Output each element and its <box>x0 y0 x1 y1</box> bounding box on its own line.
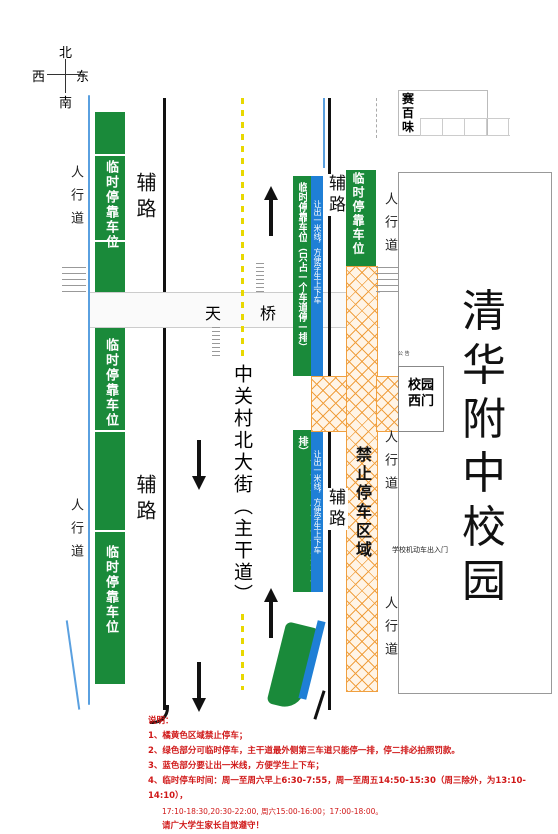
left-road-edge-blue <box>65 620 81 710</box>
right-temp-parking-side: 临时停靠车位 <box>351 172 365 256</box>
fulu-left-top: 辅路 <box>133 172 157 224</box>
notes-item-2: 2、绿色部分可临时停车，主干道最外侧第三车道只能停一排，停二排必拍照罚款。 <box>148 746 460 756</box>
left-road-line-curve <box>150 705 169 724</box>
arrow-down-icon <box>192 662 206 716</box>
pedestrian-right-top: 人行道 <box>382 192 397 261</box>
right-parking-upper <box>293 176 311 376</box>
arrow-up-icon <box>264 588 278 642</box>
notes-item-4: 4、临时停车时间：周一至周六早上6:30-7:55，周一至周五14:50-15:… <box>148 776 526 801</box>
fulu-right-bottom: 辅路 <box>323 488 348 530</box>
left-temp-parking-3: 临时停靠车位 <box>103 545 118 635</box>
left-strip-divider-1 <box>95 154 125 156</box>
left-sidewalk-line <box>88 95 90 705</box>
compass-v-line <box>65 59 66 93</box>
main-street-label: 中关村北大街（主干道） <box>229 360 256 610</box>
school-boundary <box>398 172 552 694</box>
pedestrian-left-top: 人行道 <box>68 165 83 234</box>
right-temp-parking-upper: 临时停靠车位（只占一个车道停一排） <box>296 182 307 352</box>
overpass-stairs-left <box>212 326 220 356</box>
compass-h-line <box>47 74 85 75</box>
west-gate-box <box>398 366 444 432</box>
right-sidewalk-line-dash <box>376 98 378 138</box>
left-strip-divider-5 <box>95 530 125 532</box>
right-parking-lower <box>293 430 311 592</box>
yield-label-lower: 让出一米线，方便学生上下车 <box>313 450 322 554</box>
school-name: 清华附中校园 <box>462 286 506 607</box>
left-road-line <box>163 98 166 710</box>
overpass-stairs-right <box>256 262 264 292</box>
notes-times: 17:10-18:30,20:30-22:00, 周六15:00-16:00；1… <box>162 807 383 816</box>
left-strip-divider-4 <box>95 430 125 432</box>
fulu-right-top: 辅路 <box>323 174 348 216</box>
overpass-label-left: 天 <box>205 304 222 323</box>
no-parking-zone-left <box>311 376 348 432</box>
notes-title: 说明： <box>148 716 174 726</box>
fulu-left-bottom: 辅路 <box>133 474 157 526</box>
notes: 说明： 1、橘黄色区域禁止停车； 2、绿色部分可临时停车，主干道最外侧第三车道只… <box>148 714 548 834</box>
left-parking-strip <box>95 112 125 684</box>
no-parking-zone-gate <box>376 376 400 432</box>
overpass <box>90 292 380 328</box>
left-temp-parking-1: 临时停靠车位 <box>103 160 118 250</box>
left-temp-parking-2: 临时停靠车位 <box>103 338 118 428</box>
notes-item-3: 3、蓝色部分要让出一米线，方便学生上下车； <box>148 761 324 771</box>
crosswalk-left <box>62 262 86 292</box>
west-gate-label: 校园西门 <box>408 378 435 409</box>
no-parking-label: 禁止停车区域 <box>353 446 372 560</box>
pedestrian-right-middle: 人行道 <box>382 430 397 499</box>
crosswalk-right <box>376 262 398 292</box>
overpass-label-right: 桥 <box>260 304 277 323</box>
restaurant-grid <box>420 118 510 136</box>
right-blue-line <box>323 98 325 168</box>
arrow-down-icon <box>192 440 206 494</box>
yield-strip-upper <box>311 176 323 376</box>
notes-footer: 请广大学生家长自觉遵守！ <box>162 821 265 831</box>
arrow-up-icon <box>264 186 278 240</box>
school-vehicle-exit-label: 学校机动车出入门 <box>392 546 448 554</box>
compass-south: 南 <box>59 96 73 111</box>
no-parking-zone-main <box>346 266 378 692</box>
compass-north: 北 <box>59 46 73 61</box>
compass: 北 西 东 南 <box>30 42 110 111</box>
restaurant-label: 赛百味 <box>402 92 415 134</box>
small-sign: 公 告 <box>398 351 410 357</box>
compass-east: 东 <box>76 70 90 85</box>
yield-strip-lower <box>311 430 323 592</box>
compass-west: 西 <box>32 70 46 85</box>
yield-label-upper: 让出一米线，方便学生上下车 <box>313 200 322 304</box>
right-parking-side <box>346 170 376 266</box>
left-strip-divider-2 <box>95 240 125 242</box>
notes-item-1: 1、橘黄色区域禁止停车； <box>148 731 248 741</box>
pedestrian-right-bottom: 人行道 <box>382 596 397 665</box>
pedestrian-left-bottom: 人行道 <box>68 498 83 567</box>
